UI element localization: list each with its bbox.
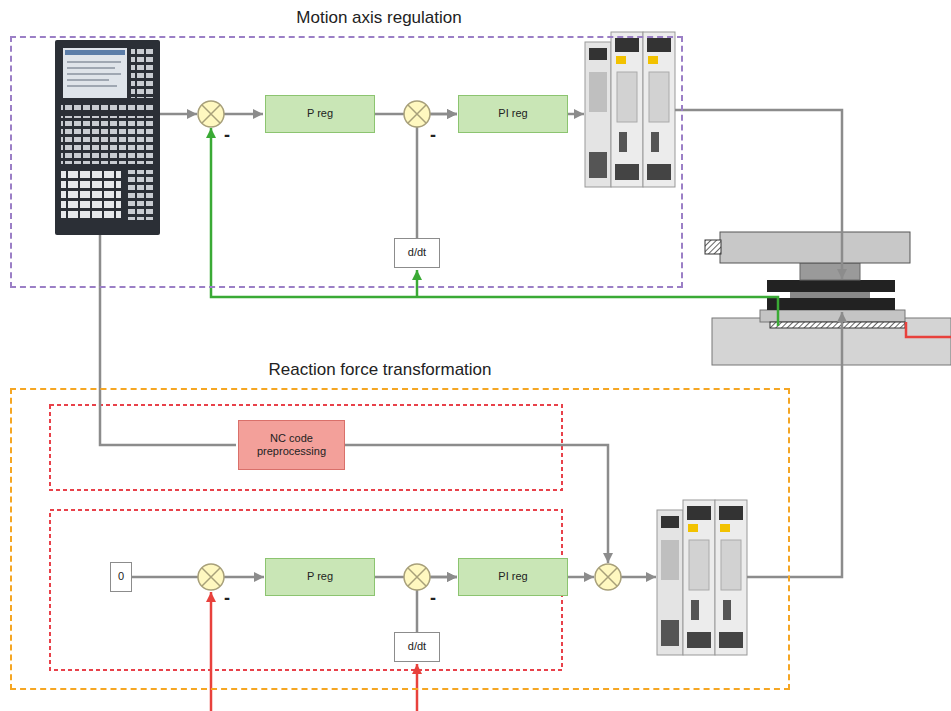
pi-controller-box: PI reg <box>458 558 568 596</box>
machine-axis <box>712 318 951 365</box>
cnc-panel <box>67 62 121 86</box>
summing-junction <box>198 101 224 127</box>
setpoint-box: 0 <box>110 562 132 592</box>
minus-sign: - <box>430 126 436 144</box>
position-feedback <box>416 270 419 297</box>
junction-cross <box>202 105 220 123</box>
cnc-panel <box>127 170 153 220</box>
machine-axis <box>790 292 870 298</box>
summing-junction <box>595 564 621 590</box>
machine-axis <box>705 232 951 365</box>
minus-sign: - <box>430 589 436 607</box>
transformation-region: Reaction force transformationNC code pre… <box>10 388 790 690</box>
servo-drive <box>585 32 675 187</box>
summing-junction <box>404 564 430 590</box>
junction-cross <box>408 568 426 586</box>
signal-wires <box>621 576 656 579</box>
position-feedback <box>211 128 778 326</box>
force-feedback <box>210 592 213 711</box>
signal-wires <box>100 110 842 577</box>
signal-wires <box>568 576 594 579</box>
summing-junction <box>404 101 430 127</box>
preprocessing-box: NC code preprocessing <box>238 420 345 470</box>
cnc-panel <box>63 48 127 98</box>
cnc-panel <box>55 40 160 235</box>
p-controller-box: P reg <box>265 558 375 596</box>
p-controller-box: P reg <box>265 95 375 133</box>
machine-axis <box>767 280 895 292</box>
cnc-panel <box>61 104 153 110</box>
box-label: P reg <box>307 107 333 120</box>
summing-junction <box>198 101 621 590</box>
box-label: 0 <box>118 570 124 583</box>
minus-sign: - <box>224 126 230 144</box>
cnc-panel <box>131 48 153 98</box>
box-label: P reg <box>307 570 333 583</box>
derivative-box: d/dt <box>394 632 440 662</box>
machine-axis <box>705 240 721 254</box>
summing-junction <box>198 564 224 590</box>
force-feedback <box>906 322 951 337</box>
machine-axis <box>770 322 905 328</box>
cnc-panel <box>65 50 125 55</box>
cnc-panel <box>61 116 153 164</box>
machine-axis <box>720 232 910 263</box>
box-label: d/dt <box>408 246 426 259</box>
box-label: PI reg <box>498 107 527 120</box>
signal-wires <box>100 235 236 445</box>
preprocessing-group-frame <box>50 405 562 490</box>
cnc-panel <box>61 170 121 220</box>
cnc-panel <box>55 40 160 235</box>
region-heading: Reaction force transformation <box>269 360 492 380</box>
signal-wires <box>345 445 608 563</box>
force-feedback <box>416 664 419 711</box>
junction-cross <box>408 105 426 123</box>
machine-axis <box>760 310 905 322</box>
minus-sign: - <box>224 589 230 607</box>
position-feedback <box>211 128 778 326</box>
box-label: PI reg <box>498 570 527 583</box>
servo-drive <box>657 500 747 655</box>
derivative-box: d/dt <box>394 238 440 268</box>
junction-cross <box>202 105 617 586</box>
junction-cross <box>202 568 220 586</box>
region-heading: Motion axis regulation <box>296 8 461 28</box>
machine-axis <box>800 263 860 280</box>
box-label: d/dt <box>408 640 426 653</box>
signal-wires <box>747 312 842 577</box>
regulation-region: Motion axis regulationP regPI regd/dt <box>10 36 683 288</box>
force-feedback <box>211 322 951 711</box>
signal-wires <box>675 110 842 279</box>
junction-cross <box>599 568 617 586</box>
machine-axis <box>767 298 895 310</box>
box-label: NC code preprocessing <box>243 432 340 458</box>
signal-wires <box>224 113 263 116</box>
pi-controller-box: PI reg <box>458 95 568 133</box>
signal-wires <box>160 113 197 116</box>
signal-wires <box>568 113 584 116</box>
signal-connector <box>417 114 457 238</box>
